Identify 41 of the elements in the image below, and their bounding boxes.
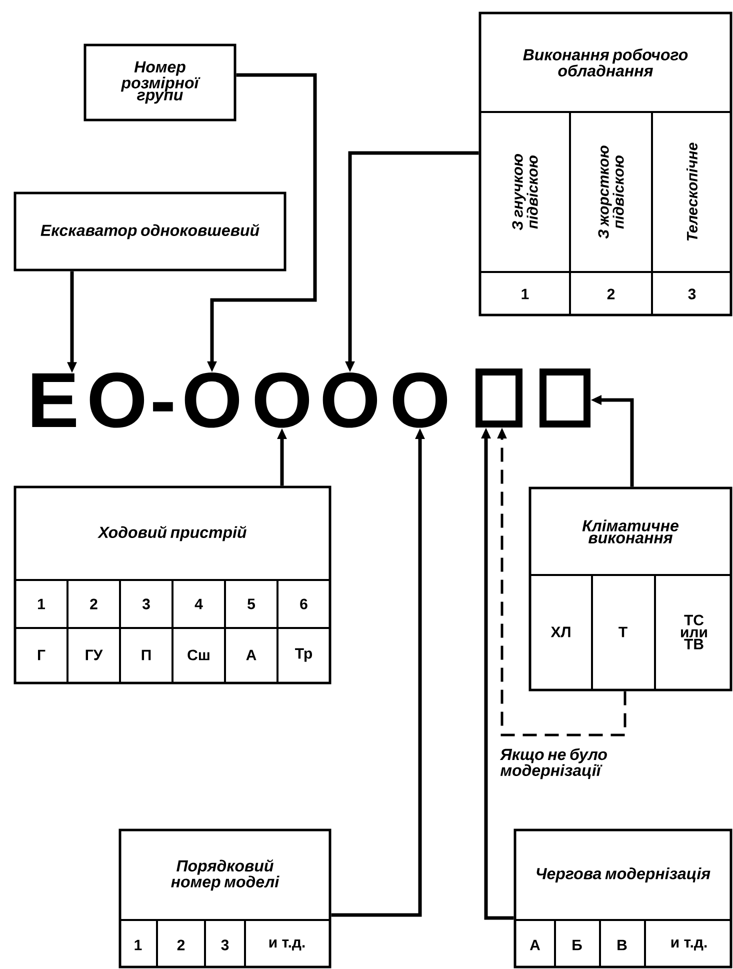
cell-label: ГУ: [86, 650, 103, 660]
cell-label: 2: [607, 288, 615, 300]
code-letter: О: [90, 372, 144, 428]
code-letter: Е: [32, 373, 76, 427]
cell-label: А: [246, 650, 256, 660]
cell-label: ХЛ: [550, 626, 570, 638]
cell-label: З гнучкою підвіскою: [512, 154, 538, 230]
cell-label: 6: [300, 598, 308, 610]
cell-label: 5: [248, 598, 255, 610]
code-letter: О: [254, 372, 310, 428]
code-letter: О: [392, 372, 448, 428]
cell-label: 4: [194, 598, 203, 610]
cell-label: З жорсткою підвіскою: [598, 146, 624, 239]
cell-label: 3: [142, 598, 150, 610]
cell-label: В: [618, 940, 627, 950]
cell-label: Г: [38, 650, 46, 660]
cell-label: 1: [522, 288, 529, 300]
cell-label: 3: [688, 288, 696, 300]
placeholder-square: [476, 368, 522, 428]
placeholder-square: [540, 368, 590, 428]
cell-label: 1: [134, 940, 142, 950]
cell-label: 1: [38, 598, 45, 610]
label-box: Номер розмірної групи: [84, 44, 236, 122]
cell-label: и т.д.: [269, 940, 305, 950]
cell-label: П: [142, 650, 151, 660]
code-letter: О: [322, 372, 378, 428]
cell-label: и т.д.: [671, 940, 707, 950]
cell-label: 2: [177, 940, 185, 950]
edge-label: Якщо не було модернізації: [500, 748, 607, 780]
cell-label: ТС или ТВ: [681, 614, 707, 650]
cell-label: Т: [618, 626, 628, 638]
cell-label: Б: [572, 940, 582, 950]
cell-label: 2: [90, 598, 98, 610]
cell-label: Телескопічне: [686, 142, 698, 241]
code-letter: -: [153, 402, 173, 412]
code-letter: О: [184, 372, 240, 428]
cell-label: А: [530, 940, 540, 950]
cell-label: Тр: [295, 648, 312, 662]
cell-label: Сш: [188, 650, 210, 660]
cell-label: 3: [221, 940, 229, 950]
label-box: Екскаватор одноковшевий: [14, 192, 286, 272]
